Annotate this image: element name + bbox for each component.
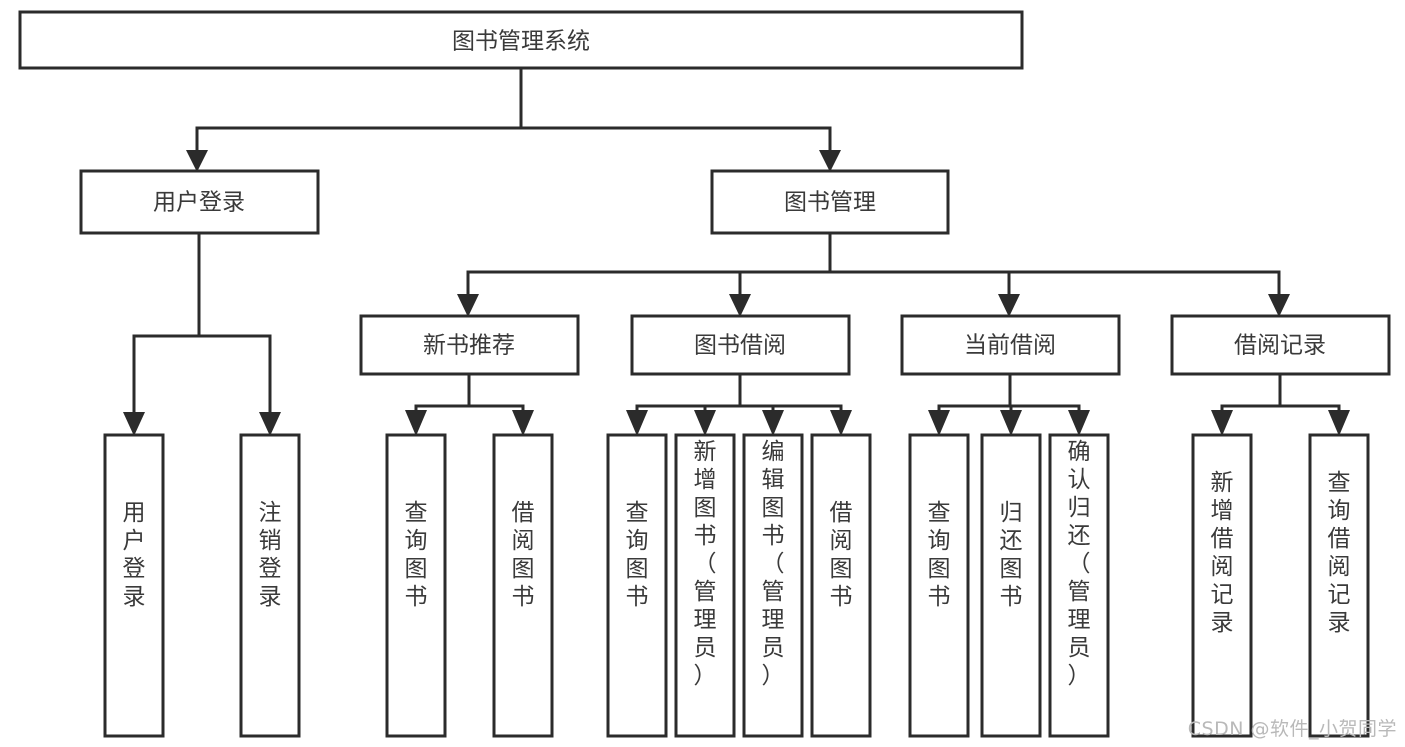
- node-borrow-record-box[interactable]: [1170, 314, 1391, 376]
- arrow-head-leaf-add-book: [694, 410, 716, 436]
- leaf-nodes-layer: 用户登录 注销登录 查询图书 借阅图书 查询图书 新增图书（管理员）: [103, 433, 1370, 738]
- node-leaf-query-record[interactable]: 查询借阅记录: [1308, 433, 1370, 738]
- arrow-head-leaf-user-login: [123, 412, 145, 436]
- arrow-head-leaf-add-record: [1211, 410, 1233, 436]
- node-leaf-query-record-label: 查询借阅记录: [1328, 470, 1351, 636]
- node-leaf-borrow-book-1[interactable]: 借阅图书: [492, 433, 554, 738]
- arrow-head-leaf-query-book-1: [405, 410, 427, 436]
- arrow-head-current-borrow: [998, 294, 1020, 317]
- node-leaf-edit-book[interactable]: 编辑图书（管理员）: [742, 433, 804, 738]
- arrow-head-book-borrow: [729, 294, 751, 317]
- node-leaf-confirm-return-label: 确认归还（管理员）: [1068, 439, 1091, 689]
- arrow-head-leaf-query-book-2: [626, 410, 648, 436]
- node-current-borrow-label: 当前借阅: [964, 333, 1056, 359]
- arrow-head-leaf-logout-login: [259, 412, 281, 436]
- node-new-book-recommend-label: 新书推荐: [423, 333, 515, 359]
- node-leaf-query-book-1-box[interactable]: [385, 433, 447, 738]
- node-root-label: 图书管理系统: [452, 29, 590, 55]
- arrow-head-leaf-confirm-return: [1068, 410, 1090, 436]
- node-user-login-box[interactable]: [79, 169, 320, 235]
- node-leaf-user-login-label: 用户登录: [123, 500, 146, 610]
- arrow-head-user-login: [186, 150, 208, 172]
- node-book-manage-label: 图书管理: [784, 190, 876, 216]
- node-book-manage-box[interactable]: [710, 169, 950, 235]
- node-root[interactable]: 图书管理系统: [18, 10, 1024, 70]
- node-book-manage[interactable]: 图书管理: [710, 169, 950, 235]
- node-leaf-borrow-book-2-label: 借阅图书: [830, 500, 853, 610]
- node-current-borrow[interactable]: 当前借阅: [900, 314, 1121, 376]
- node-leaf-borrow-book-1-label: 借阅图书: [512, 500, 535, 610]
- node-leaf-add-record-box[interactable]: [1191, 433, 1253, 738]
- node-borrow-record-label: 借阅记录: [1234, 333, 1326, 359]
- node-leaf-user-login[interactable]: 用户登录: [103, 433, 165, 738]
- arrow-head-leaf-query-book-3: [928, 410, 950, 436]
- node-user-login-label: 用户登录: [153, 190, 245, 216]
- node-root-box[interactable]: [18, 10, 1024, 70]
- arrow-head-leaf-edit-book: [762, 410, 784, 436]
- node-book-borrow-label: 图书借阅: [694, 333, 786, 359]
- arrow-head-borrow-record: [1268, 294, 1290, 317]
- arrow-head-leaf-borrow-book-1: [512, 410, 534, 436]
- node-leaf-add-book-box[interactable]: [674, 433, 736, 738]
- node-leaf-borrow-book-2[interactable]: 借阅图书: [810, 433, 872, 738]
- node-leaf-query-book-2-label: 查询图书: [626, 500, 649, 610]
- node-book-borrow[interactable]: 图书借阅: [630, 314, 851, 376]
- node-leaf-query-book-2[interactable]: 查询图书: [606, 433, 668, 738]
- node-borrow-record[interactable]: 借阅记录: [1170, 314, 1391, 376]
- node-leaf-add-record[interactable]: 新增借阅记录: [1191, 433, 1253, 738]
- connector-layer: [123, 66, 1350, 436]
- arrow-head-leaf-return-book: [1000, 410, 1022, 436]
- node-leaf-query-book-2-box[interactable]: [606, 433, 668, 738]
- node-leaf-query-book-3-label: 查询图书: [928, 500, 951, 610]
- node-leaf-logout-login-label: 注销登录: [259, 500, 282, 610]
- node-leaf-add-record-label: 新增借阅记录: [1211, 470, 1234, 636]
- node-leaf-add-book-label: 新增图书（管理员）: [694, 439, 717, 689]
- node-leaf-logout-login-box[interactable]: [239, 433, 301, 738]
- node-new-book-recommend[interactable]: 新书推荐: [359, 314, 580, 376]
- node-leaf-query-book-1[interactable]: 查询图书: [385, 433, 447, 738]
- node-user-login[interactable]: 用户登录: [79, 169, 320, 235]
- node-leaf-query-record-box[interactable]: [1308, 433, 1370, 738]
- node-leaf-return-book-label: 归还图书: [1000, 500, 1023, 610]
- node-leaf-return-book[interactable]: 归还图书: [980, 433, 1042, 738]
- node-new-book-recommend-box[interactable]: [359, 314, 580, 376]
- node-leaf-query-book-1-label: 查询图书: [405, 500, 428, 610]
- arrow-head-book-manage: [819, 150, 841, 172]
- node-leaf-edit-book-box[interactable]: [742, 433, 804, 738]
- node-leaf-query-book-3-box[interactable]: [908, 433, 970, 738]
- node-leaf-logout-login[interactable]: 注销登录: [239, 433, 301, 738]
- arrow-head-leaf-borrow-book-2: [830, 410, 852, 436]
- node-leaf-borrow-book-2-box[interactable]: [810, 433, 872, 738]
- node-leaf-add-book[interactable]: 新增图书（管理员）: [674, 433, 736, 738]
- node-leaf-borrow-book-1-box[interactable]: [492, 433, 554, 738]
- node-current-borrow-box[interactable]: [900, 314, 1121, 376]
- node-leaf-user-login-box[interactable]: [103, 433, 165, 738]
- node-book-borrow-box[interactable]: [630, 314, 851, 376]
- watermark-label: CSDN @软件_小贺同学: [1187, 718, 1397, 740]
- arrow-head-new-book-recommend: [457, 294, 479, 317]
- node-leaf-query-book-3[interactable]: 查询图书: [908, 433, 970, 738]
- node-leaf-confirm-return[interactable]: 确认归还（管理员）: [1048, 433, 1110, 738]
- arrow-head-leaf-query-record: [1328, 410, 1350, 436]
- node-leaf-edit-book-label: 编辑图书（管理员）: [762, 439, 785, 689]
- node-leaf-confirm-return-box[interactable]: [1048, 433, 1110, 738]
- node-leaf-return-book-box[interactable]: [980, 433, 1042, 738]
